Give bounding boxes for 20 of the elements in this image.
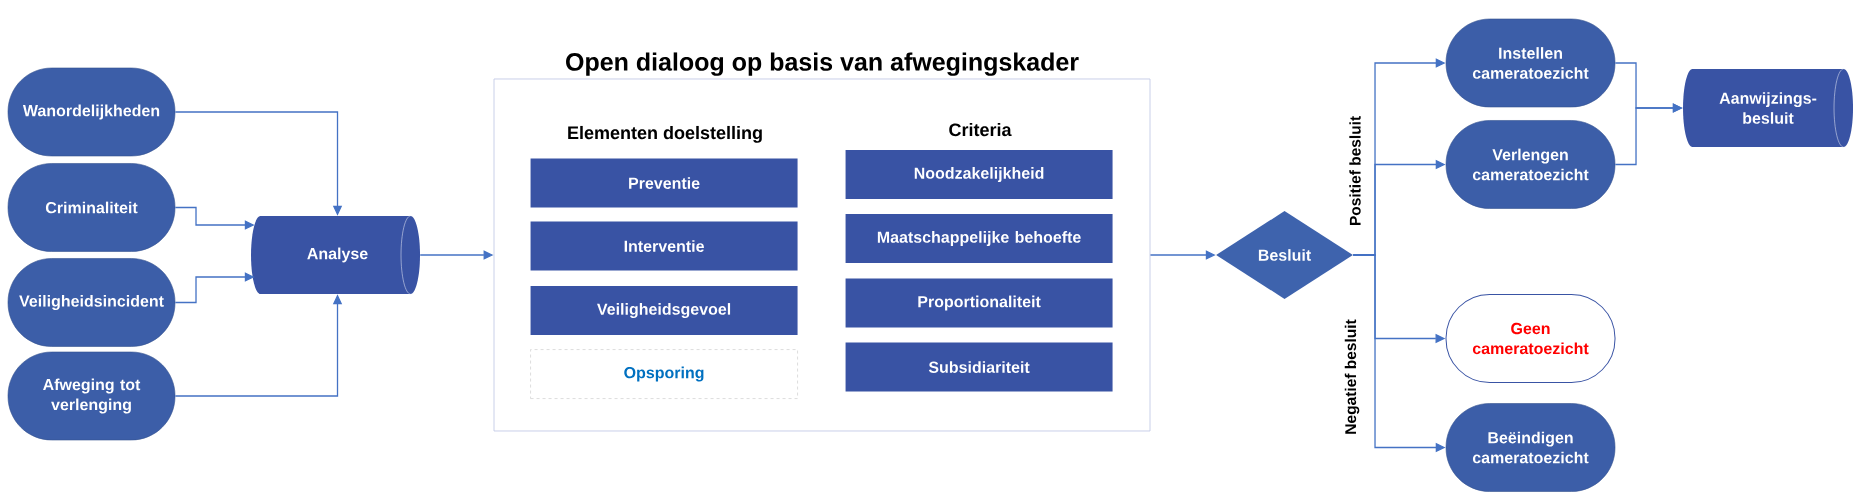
branch-label: Negatief besluit [1344,319,1360,434]
process-box: Veiligheidsgevoel [530,286,798,336]
rounded-box: Instellen cameratoezicht [1445,18,1616,108]
process-box: Interventie [530,221,798,271]
cylinder-box: Aanwijzings- besluit [1683,68,1853,148]
process-box: Subsidiariteit [845,342,1113,392]
process-box: Proportionaliteit [845,278,1113,328]
process-box: Noodzakelijkheid [845,150,1113,200]
rounded-box: Verlengen cameratoezicht [1445,120,1616,209]
rounded-box: Beëindigen cameratoezicht [1445,403,1616,492]
rounded-box: Criminaliteit [7,163,176,252]
rounded-box: Geen cameratoezicht [1445,294,1616,383]
process-box: Preventie [530,158,798,208]
rounded-box: Wanordelijkheden [7,67,176,157]
cylinder-box: Analyse [251,215,420,295]
rounded-box: Veiligheidsincident [7,258,176,347]
dashed-box: Opsporing [530,349,798,399]
process-box: Maatschappelijke behoefte [845,214,1113,264]
rounded-box: Afweging tot verlenging [7,351,176,441]
panel-heading: Open dialoog op basis van afwegingskader [566,52,1079,76]
